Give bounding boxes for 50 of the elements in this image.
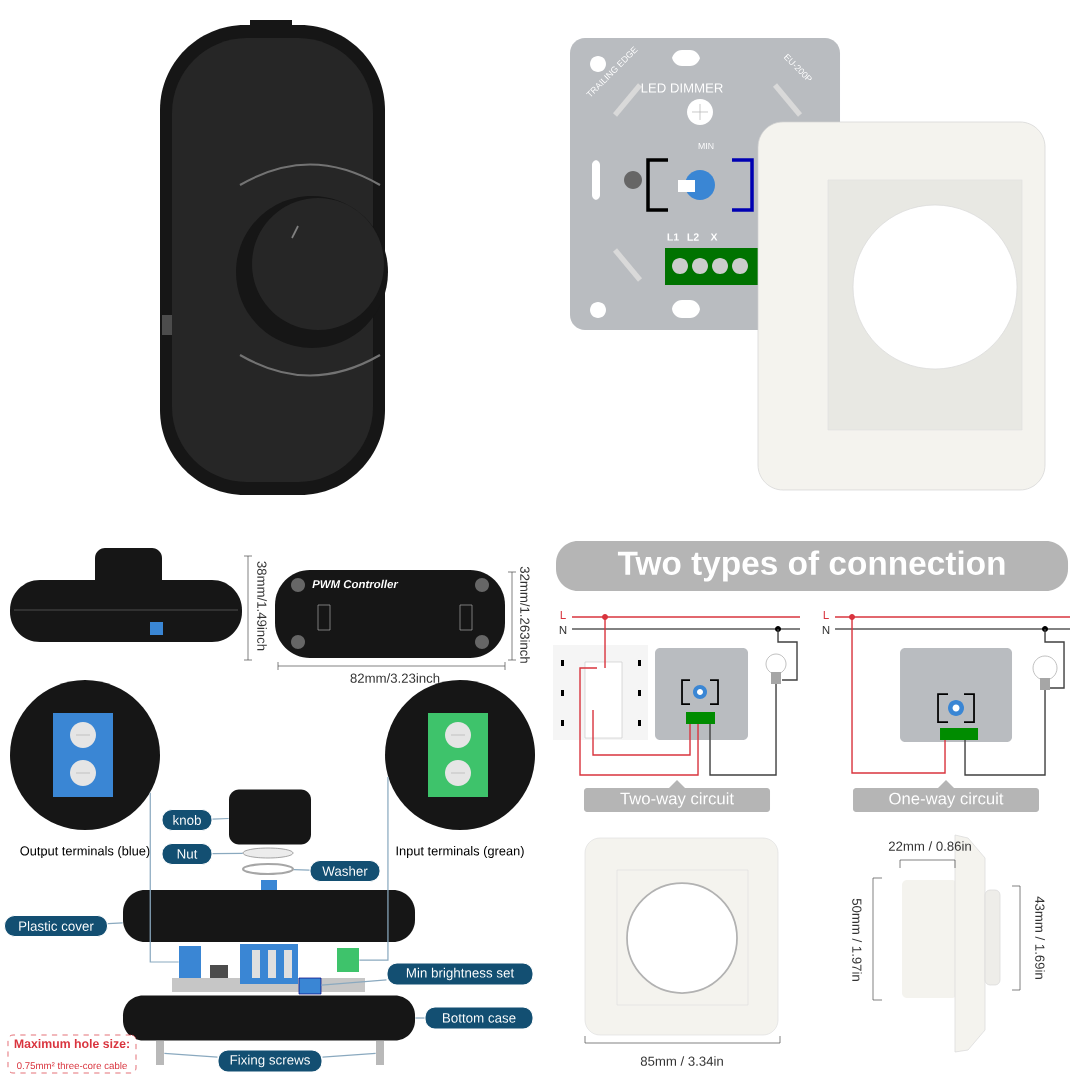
- leader-line: [211, 817, 230, 820]
- circuit-tag: Two-way circuit: [584, 780, 770, 812]
- wire-label: N: [822, 626, 830, 634]
- circuit-tag: One-way circuit: [853, 780, 1039, 812]
- leader-line: [358, 776, 389, 961]
- terminal-block: [179, 946, 201, 978]
- node-label: Output terminals (blue): [20, 846, 150, 858]
- leader-line: [149, 792, 180, 963]
- terminal-label: X: [710, 233, 718, 241]
- wire-label: L: [560, 611, 566, 619]
- node-label: Input terminals (grean): [396, 846, 524, 858]
- leader-line: [211, 852, 244, 855]
- terminal-label: L2: [687, 233, 699, 241]
- callout-label: Nut: [161, 843, 213, 866]
- callout-label: knob: [161, 808, 213, 832]
- hole-size-note: Maximum hole size: 0.75mm² three-core cable: [7, 1034, 137, 1074]
- callout-label: Washer: [309, 860, 381, 883]
- screw: [156, 1041, 164, 1065]
- terminal-label: L1: [667, 233, 679, 241]
- banner: Two types of connection: [556, 541, 1068, 591]
- terminal-block: [337, 948, 359, 972]
- callout-label: Min brightness set: [386, 962, 534, 986]
- leader-line: [293, 869, 311, 871]
- leader-line: [163, 1052, 219, 1058]
- bottom-case: [123, 995, 415, 1041]
- callout-label: Bottom case: [424, 1006, 534, 1030]
- dimension-label: 43mm / 1.69in: [1035, 896, 1045, 979]
- callout-label: Fixing screws: [217, 1049, 323, 1073]
- dimension-label: 38mm/1.49inch: [257, 561, 267, 651]
- trimmer: [298, 977, 322, 995]
- leader-line: [107, 922, 124, 925]
- dimension-label: 85mm / 3.34in: [640, 1056, 723, 1066]
- nut: [242, 847, 294, 859]
- dimension-label: 32mm/1.263inch: [520, 566, 530, 663]
- leader-line: [320, 979, 388, 986]
- plastic-cover: [123, 880, 415, 942]
- device-label: PWM Controller: [312, 579, 399, 589]
- callout-label: Plastic cover: [3, 915, 109, 938]
- leader-line: [414, 1017, 426, 1019]
- dimension-label: 82mm/3.23inch: [350, 673, 440, 683]
- wire-label: N: [559, 626, 567, 634]
- plate-text: MIN: [698, 143, 714, 149]
- dimension-label: 50mm / 1.97in: [852, 898, 862, 981]
- screw: [376, 1041, 384, 1065]
- knob: [229, 789, 311, 845]
- dimension-label: 22mm / 0.86in: [888, 841, 971, 851]
- leader-line: [321, 1052, 377, 1058]
- plate-text: LED DIMMER: [641, 83, 723, 93]
- washer: [241, 862, 295, 876]
- wire-label: L: [823, 611, 829, 619]
